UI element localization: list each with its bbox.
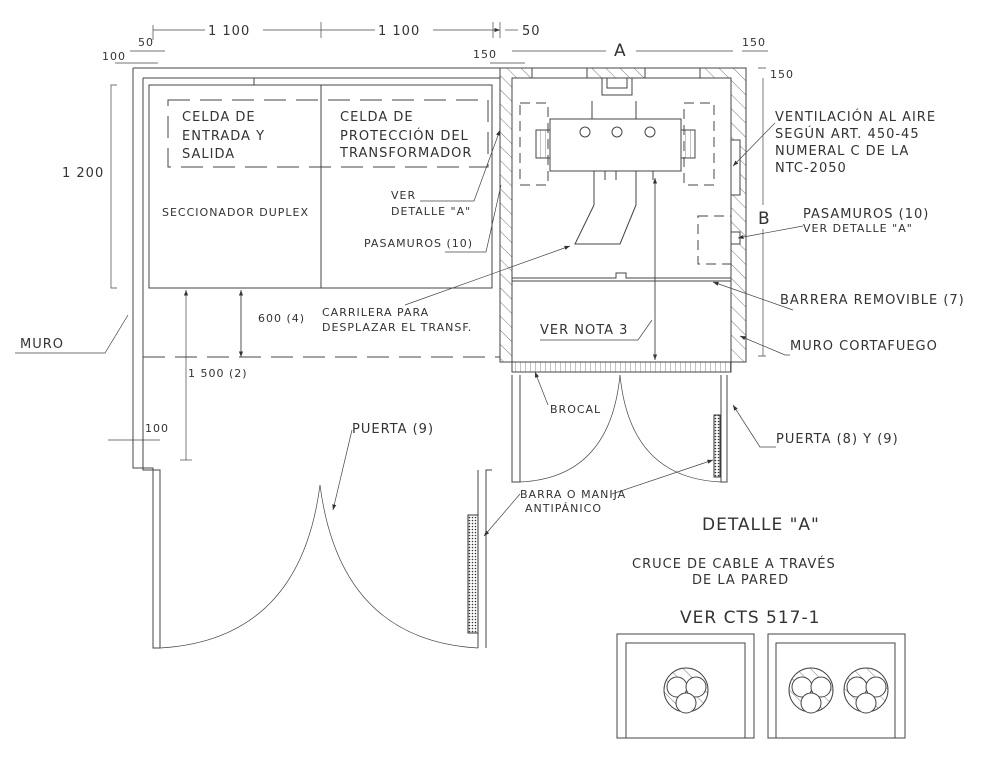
door-left-leaf xyxy=(159,484,321,649)
dim-1200: 1 200 xyxy=(62,166,104,181)
detail-reference: VER CTS 517-1 xyxy=(680,608,820,628)
ventilacion-label-3: NUMERAL C DE LA xyxy=(775,144,909,159)
ver-nota-label: VER NOTA 3 xyxy=(540,323,628,338)
transformer-room: B 150 xyxy=(499,67,794,483)
dim-50-left: 50 xyxy=(138,36,154,49)
barra-label-2: ANTIPÁNICO xyxy=(525,502,602,515)
dim-50-right: 50 xyxy=(522,24,541,39)
dim-150-right-side: 150 xyxy=(770,68,794,81)
detail-subtitle-1: CRUCE DE CABLE A TRAVÉS xyxy=(632,556,836,572)
pasamuros-left-label: PASAMUROS (10) xyxy=(364,237,473,250)
dim-150-wall: 150 xyxy=(473,48,497,61)
brocal-grating xyxy=(511,361,732,373)
barrera-label: BARRERA REMOVIBLE (7) xyxy=(780,293,965,308)
door-right-leaf xyxy=(319,484,479,649)
brocal-label: BROCAL xyxy=(550,403,601,416)
entry-cell-label-1: CELDA DE xyxy=(182,110,256,125)
ventilacion-label-1: VENTILACIÓN AL AIRE xyxy=(775,109,936,125)
panic-bar-right xyxy=(713,414,721,478)
top-dimensions: 1 100 1 100 50 50 100 150 A 150 xyxy=(102,22,768,64)
dim-B: B xyxy=(758,209,771,229)
carrilera-label-2: DESPLAZAR EL TRANSF. xyxy=(322,321,472,334)
switchgear-room xyxy=(132,67,500,649)
detail-a: DETALLE "A" CRUCE DE CABLE A TRAVÉS DE L… xyxy=(616,515,906,739)
barra-label-1: BARRA O MANIJA xyxy=(520,488,626,501)
cells-dashed-box xyxy=(167,99,489,168)
pasamuros-right-label-2: VER DETALLE "A" xyxy=(803,222,913,235)
ver-label: VER xyxy=(391,189,416,202)
panic-bar-left xyxy=(467,514,479,634)
dim-1100-left: 1 100 xyxy=(208,24,250,39)
pasamuros-right-label: PASAMUROS (10) xyxy=(803,207,929,222)
clearance-1500-label: 1 500 (2) xyxy=(188,367,248,380)
left-dimensions: 1 200 100 xyxy=(62,84,169,441)
ventilacion-label-4: NTC-2050 xyxy=(775,161,847,176)
entry-cell-label-2: ENTRADA Y xyxy=(182,129,265,144)
clearance-600-label: 600 (4) xyxy=(258,312,305,325)
switch-label: SECCIONADOR DUPLEX xyxy=(162,206,309,219)
muro-label: MURO xyxy=(20,337,64,352)
dim-150-right-top: 150 xyxy=(742,36,766,49)
muro-cortafuego-label: MURO CORTAFUEGO xyxy=(790,339,938,354)
cell-labels: CELDA DE ENTRADA Y SALIDA CELDA DE PROTE… xyxy=(162,110,472,219)
ventilacion-label-2: SEGÚN ART. 450-45 xyxy=(775,126,920,142)
detail-title: DETALLE "A" xyxy=(702,515,820,535)
detalle-a-label: DETALLE "A" xyxy=(391,205,471,218)
annotations: VER DETALLE "A" PASAMUROS (10) MURO CARR… xyxy=(15,109,965,537)
dim-A: A xyxy=(614,41,627,61)
ventilation-grille xyxy=(730,139,741,196)
cable-icon xyxy=(663,667,709,714)
detail-subtitle-2: DE LA PARED xyxy=(692,573,789,588)
carrilera-label-1: CARRILERA PARA xyxy=(322,306,429,319)
dim-100-left: 100 xyxy=(102,50,126,63)
protection-cell-label-2: PROTECCIÓN DEL xyxy=(340,128,469,144)
dim-100-jamb: 100 xyxy=(145,422,169,435)
entry-cell-label-3: SALIDA xyxy=(182,147,235,162)
protection-cell-label-3: TRANSFORMADOR xyxy=(339,146,472,161)
protection-cell-label-1: CELDA DE xyxy=(340,110,414,125)
dim-1100-right: 1 100 xyxy=(378,24,420,39)
puerta-8-9-label: PUERTA (8) Y (9) xyxy=(776,432,899,447)
cable-icon xyxy=(843,667,889,714)
cable-icon xyxy=(788,667,834,714)
puerta-9-label: PUERTA (9) xyxy=(352,422,434,437)
